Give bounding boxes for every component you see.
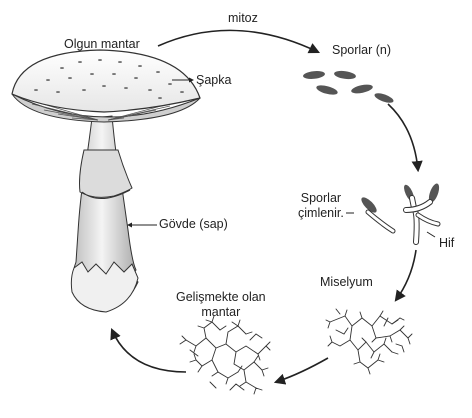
- label-spores-germinating-line2: çimlenir.: [298, 206, 344, 220]
- mycelium: [325, 308, 413, 375]
- mushroom-volva: [70, 261, 139, 313]
- mushroom-ring: [79, 149, 133, 198]
- cycle-arrow-right-upper: [387, 103, 423, 173]
- label-mitosis: mitoz: [228, 11, 258, 25]
- mushroom-cap: [11, 49, 201, 113]
- label-developing-mushroom-line2: mantar: [201, 305, 241, 319]
- mushroom-gills: [11, 93, 201, 123]
- label-spores-germinating-line1: Sporlar: [300, 191, 342, 205]
- label-spores: Sporlar (n): [332, 43, 392, 57]
- mature-mushroom: [11, 49, 201, 313]
- cycle-arrow-left: [110, 327, 187, 373]
- developing-mushroom: [179, 315, 271, 395]
- label-mature-mushroom: Olgun mantar: [64, 37, 140, 51]
- germinating-spores: [361, 183, 441, 245]
- spores: [303, 70, 394, 103]
- label-hypha: Hif: [439, 236, 455, 250]
- label-cap: Şapka: [196, 73, 232, 87]
- cycle-arrow-bottom: [273, 357, 329, 385]
- label-developing-mushroom-line1: Gelişmekte olan: [176, 290, 266, 304]
- cycle-arrow-top: [157, 29, 321, 54]
- cycle-arrow-right-lower: [394, 249, 417, 302]
- label-stem: Gövde (sap): [159, 217, 228, 231]
- label-spores-germinating: Sporlar çimlenir.: [298, 191, 344, 221]
- label-mycelium: Miselyum: [320, 275, 373, 289]
- hypha-pointer: [426, 231, 436, 238]
- label-developing-mushroom: Gelişmekte olan mantar: [176, 290, 266, 320]
